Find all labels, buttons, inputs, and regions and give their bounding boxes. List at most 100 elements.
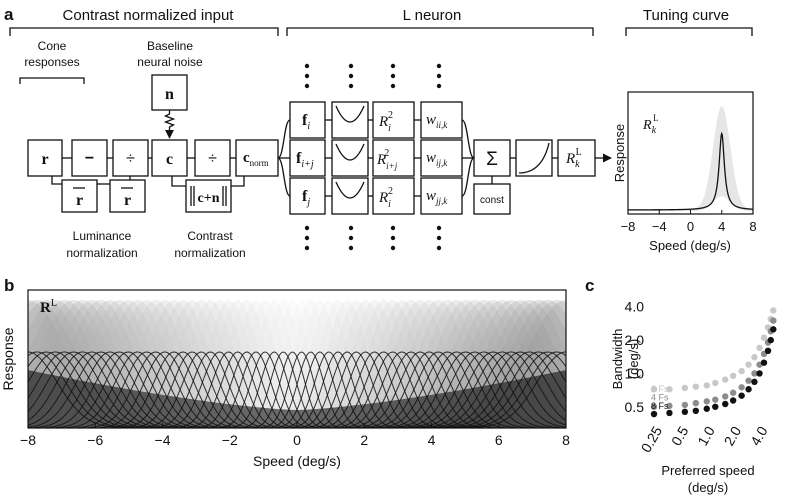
panel-c-ytick-label: 4.0 bbox=[625, 299, 645, 315]
lum-norm-label-2: normalization bbox=[66, 246, 137, 260]
header-tuning: Tuning curve bbox=[643, 7, 729, 24]
scatter-point bbox=[751, 378, 758, 386]
box-const bbox=[473, 183, 511, 215]
panel-c-xlabel-1: Preferred speed bbox=[661, 463, 754, 478]
panel-b-tick-label: 6 bbox=[495, 432, 503, 448]
scatter-point bbox=[712, 396, 719, 403]
population-tuning-curve bbox=[176, 351, 280, 428]
noise-arrow bbox=[163, 110, 176, 139]
panel-c-ylabel-2: (deg/s) bbox=[626, 339, 641, 379]
scatter-point bbox=[692, 407, 700, 415]
population-fill-curve bbox=[246, 300, 339, 428]
population-tuning-curve bbox=[28, 351, 171, 428]
population-tuning-curve bbox=[165, 351, 273, 428]
population-fill-curve bbox=[235, 300, 331, 428]
panel-c-xtick-label: 0.5 bbox=[668, 423, 692, 448]
neuron-row-1: fi Ri2 wii,k bbox=[289, 101, 463, 139]
population-tuning-curve bbox=[283, 351, 374, 428]
panel-b-tick-label: 8 bbox=[562, 432, 570, 448]
population-tuning-curve bbox=[276, 351, 363, 428]
con-norm-label-1: Contrast bbox=[187, 229, 233, 243]
population-tuning-curve bbox=[55, 351, 200, 428]
scatter-point bbox=[738, 392, 745, 399]
population-tuning-curve bbox=[327, 351, 440, 428]
population-tuning-curve bbox=[28, 351, 149, 428]
population-fill-curve bbox=[311, 300, 438, 428]
population-tuning-curve bbox=[77, 351, 215, 428]
scatter-point bbox=[703, 382, 710, 389]
panel-b-tick-label: 0 bbox=[293, 432, 301, 448]
population-tuning-curve bbox=[252, 351, 331, 428]
population-tuning-curve bbox=[28, 351, 142, 428]
scatter-point bbox=[692, 399, 700, 407]
neuron-row-3: fj Ri2 wjj,k bbox=[289, 177, 463, 215]
tuning-plot-ylabel: Response bbox=[612, 124, 627, 183]
population-tuning-curve bbox=[415, 351, 566, 428]
box-R-i-2-text: Ri2 bbox=[378, 186, 393, 210]
box-const-text: const bbox=[480, 195, 504, 206]
panel-b-xlabel: Speed (deg/s) bbox=[253, 453, 341, 469]
panel-c-xlabel-2: (deg/s) bbox=[688, 480, 728, 495]
box-cn-text: c+n bbox=[198, 191, 220, 206]
population-tuning-curve bbox=[356, 351, 484, 428]
scatter-point bbox=[729, 389, 737, 396]
panel-b-tick-label: −2 bbox=[222, 432, 238, 448]
panel-label-b: b bbox=[4, 276, 14, 295]
box-f-j-text: fj bbox=[302, 188, 310, 208]
scatter-point bbox=[722, 400, 729, 408]
panel-a: a Contrast normalized input L neuron Tun… bbox=[4, 5, 757, 260]
box-square-1 bbox=[331, 101, 369, 139]
panel-c-ylabel-1: Bandwidth bbox=[610, 329, 625, 390]
population-tuning-curve bbox=[342, 351, 461, 428]
box-sum bbox=[473, 139, 511, 177]
scatter-point bbox=[650, 403, 658, 410]
box-output-nonlinearity bbox=[515, 139, 553, 177]
scatter-point bbox=[760, 334, 768, 341]
box-minus-text: − bbox=[85, 150, 94, 167]
population-tuning-curve bbox=[208, 351, 302, 428]
box-r-text: r bbox=[41, 151, 48, 168]
panel-b-ylabel: Response bbox=[0, 327, 16, 390]
tuning-curve-line bbox=[628, 131, 753, 211]
scatter-point bbox=[751, 370, 758, 377]
population-tuning-curve bbox=[132, 351, 251, 428]
box-R-i-2 bbox=[372, 177, 415, 215]
box-minus bbox=[71, 139, 108, 177]
box-rbar-1 bbox=[61, 179, 98, 213]
cone-label-1: Cone bbox=[38, 39, 67, 53]
box-f-i-text: fi bbox=[302, 112, 310, 132]
bracket-neuron bbox=[286, 27, 594, 36]
population-tuning-curve bbox=[349, 351, 472, 428]
box-cnorm-text: cnorm bbox=[243, 150, 269, 168]
population-tuning-curve bbox=[291, 351, 384, 428]
scatter-point bbox=[712, 379, 719, 387]
box-Rk bbox=[557, 139, 596, 177]
tuning-tick-label: −4 bbox=[652, 219, 667, 234]
ellipsis-dots bbox=[304, 63, 442, 251]
scatter-point bbox=[703, 398, 710, 405]
scatter-point bbox=[745, 377, 752, 384]
expansive-nonlinearity-icon bbox=[518, 142, 550, 174]
population-tuning-curve bbox=[400, 351, 549, 428]
population-tuning-curve bbox=[99, 351, 229, 428]
box-R-ij bbox=[372, 139, 415, 177]
scatter-point bbox=[770, 326, 777, 333]
panel-b-tick-label: 2 bbox=[360, 432, 368, 448]
tuning-plot-label: RkL bbox=[642, 113, 659, 136]
panel-label-c: c bbox=[585, 276, 594, 295]
scatter-point bbox=[729, 372, 737, 380]
lum-norm-label-1: Luminance bbox=[73, 229, 132, 243]
scatter-point bbox=[770, 317, 777, 324]
box-rbar-2-text: r bbox=[124, 192, 131, 209]
population-tuning-curve bbox=[241, 351, 324, 428]
population-fill-curve bbox=[255, 300, 348, 428]
tuning-tick-label: −8 bbox=[621, 219, 636, 234]
scatter-points bbox=[650, 307, 777, 418]
box-div2 bbox=[194, 139, 231, 177]
population-fill-curve bbox=[262, 300, 359, 428]
population-tuning-curve bbox=[187, 351, 289, 428]
header-neuron: L neuron bbox=[403, 7, 462, 24]
noise-box bbox=[151, 74, 188, 111]
square-nonlinearity-icon bbox=[335, 181, 365, 199]
